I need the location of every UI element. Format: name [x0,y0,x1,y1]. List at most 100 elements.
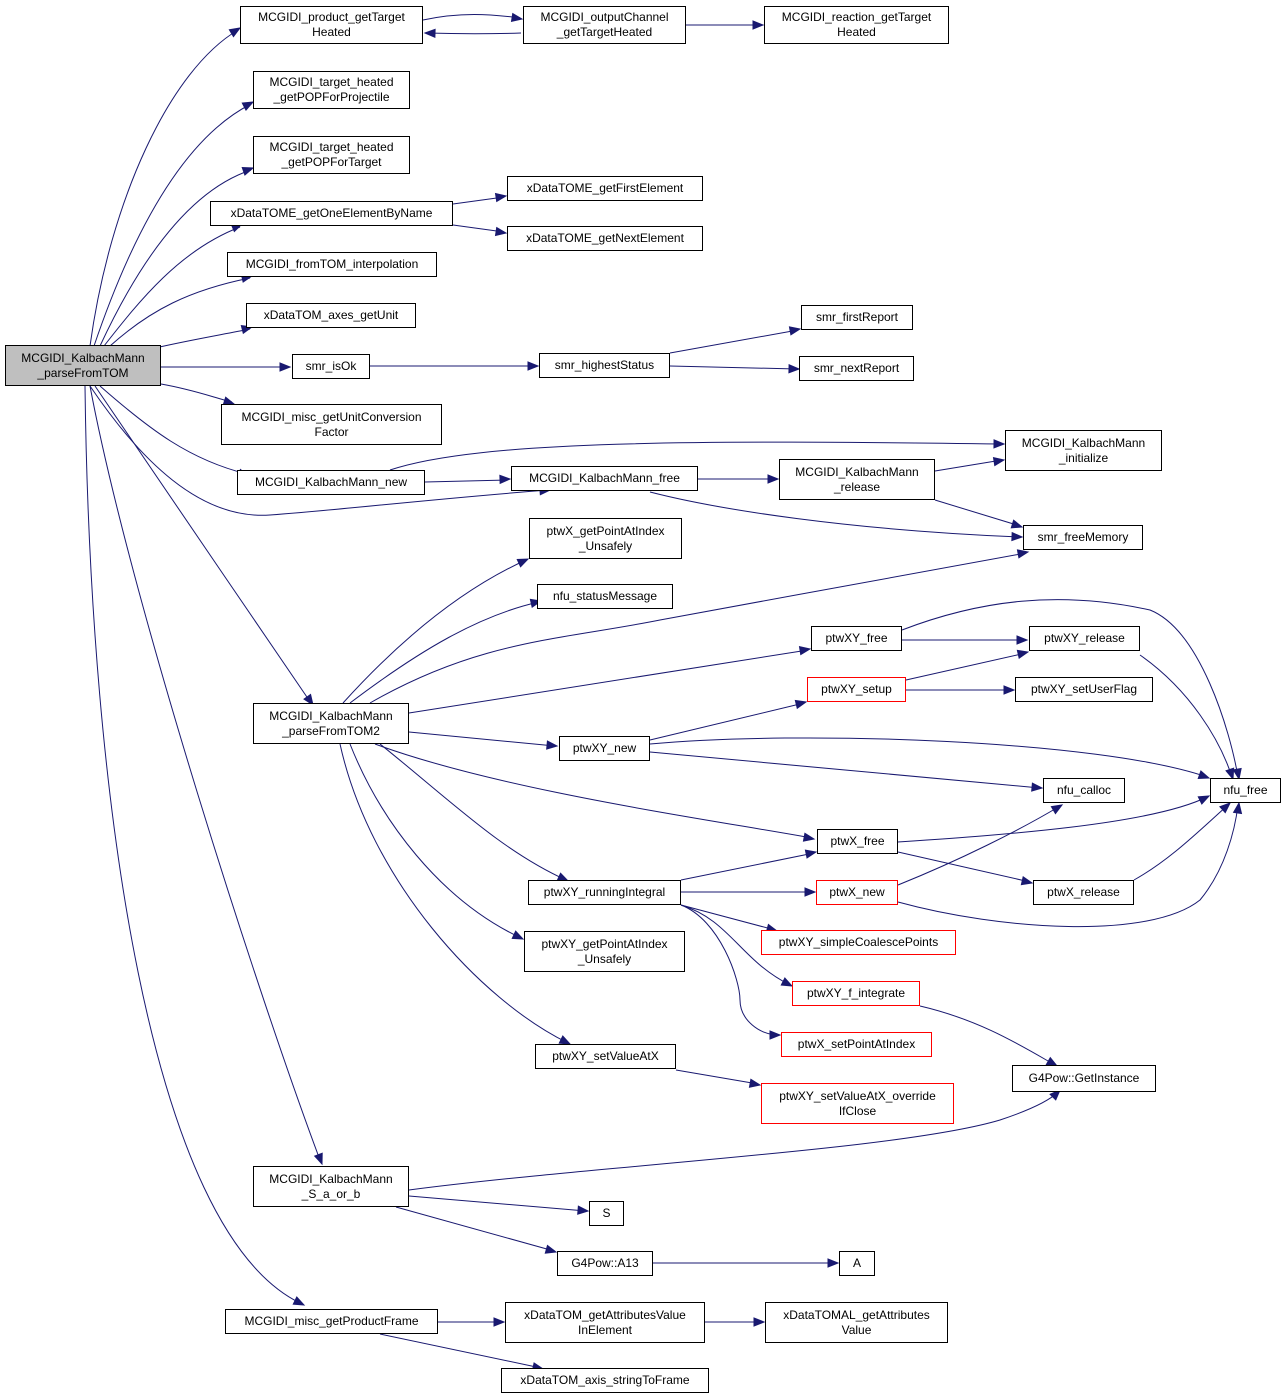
call-edge-line [154,328,251,349]
function-node-label: _Unsafely [577,951,632,966]
call-edge-line [379,1333,542,1369]
call-edge-line [342,559,527,704]
call-edge [686,20,765,30]
call-edge [369,549,1030,704]
function-node-axis-stringtoframe[interactable]: xDataTOM_axis_stringToFrame [501,1368,709,1393]
function-node-ptwx-free[interactable]: ptwX_free [817,829,898,854]
function-node-ptwx-getpointatindex-unsafely[interactable]: ptwX_getPointAtIndex_Unsafely [529,518,682,559]
function-node-ptwxy-new[interactable]: ptwXY_new [559,736,650,761]
function-node-label: nfu_free [1223,783,1268,797]
function-node-outputchannel-gettargetheated[interactable]: MCGIDI_outputChannel_getTargetHeated [523,6,686,44]
function-node-kalbach-release[interactable]: MCGIDI_KalbachMann_release [779,459,935,500]
arrowhead [527,361,540,371]
function-node-ptwxy-setvalueatx[interactable]: ptwXY_setValueAtX [535,1044,676,1069]
function-node-kalbach-initialize[interactable]: MCGIDI_KalbachMann_initialize [1005,430,1162,471]
call-edge-line [934,499,1021,527]
function-node-label: G4Pow::GetInstance [1028,1071,1140,1085]
function-node-label: ptwXY_setValueAtX_override [779,1088,936,1103]
function-node-label: xDataTOME_getNextElement [526,231,684,245]
function-node-g4pow-a13[interactable]: G4Pow::A13 [557,1251,653,1276]
arrowhead [788,364,801,374]
function-node-getnextelement[interactable]: xDataTOME_getNextElement [507,226,703,251]
call-edge [675,1069,762,1088]
function-node-target-heated-getpopfortarget[interactable]: MCGIDI_target_heated_getPOPForTarget [253,136,410,174]
function-node-label: MCGIDI_KalbachMann [269,1171,393,1186]
arrowhead [753,1317,766,1327]
function-node-nfu-free[interactable]: nfu_free [1210,778,1281,803]
call-edge-line [1139,654,1233,778]
function-node-nfu-statusmessage[interactable]: nfu_statusMessage [537,584,673,609]
function-node-ptwxy-getpointatindex-unsafely[interactable]: ptwXY_getPointAtIndex_Unsafely [524,931,685,972]
function-node-ptwxy-release[interactable]: ptwXY_release [1029,626,1140,651]
call-edge [452,192,508,205]
call-edge-line [649,737,1208,778]
function-node-smr-nextreport[interactable]: smr_nextReport [799,356,914,381]
arrowhead [752,20,765,30]
function-node-smr-freememory[interactable]: smr_freeMemory [1023,525,1143,550]
function-node-kalbach-free[interactable]: MCGIDI_KalbachMann_free [511,466,698,491]
call-edge [934,456,1006,472]
function-node-getoneelementbyname[interactable]: xDataTOME_getOneElementByName [210,201,453,226]
function-node-label: MCGIDI_KalbachMann_new [254,475,408,489]
call-edge [649,491,1024,542]
call-edge [1133,802,1232,881]
function-node-fromtom-interpolation[interactable]: MCGIDI_fromTOM_interpolation [227,252,437,277]
function-node-ptwxy-free[interactable]: ptwXY_free [811,626,902,651]
arrowhead [577,1205,590,1215]
function-node-s-a-or-b[interactable]: MCGIDI_KalbachMann_S_a_or_b [253,1166,409,1207]
function-node-g4pow-getinstance[interactable]: G4Pow::GetInstance [1012,1065,1156,1092]
function-node-ptwxy-setuserflag[interactable]: ptwXY_setUserFlag [1015,677,1153,702]
function-node-smr-isok[interactable]: smr_isOk [292,354,370,379]
function-node-label: ptwXY_setUserFlag [1030,682,1138,696]
function-node-target-heated-getpopforprojectile[interactable]: MCGIDI_target_heated_getPOPForProjectile [253,71,410,109]
arrowhead [1016,549,1030,559]
function-node-kalbach-new[interactable]: MCGIDI_KalbachMann_new [237,470,425,495]
arrowhead [493,1317,506,1327]
function-node-label: xDataTOM_getAttributesValue [524,1307,686,1322]
call-edge-line [897,851,1031,883]
function-node-ptwxy-runningintegral[interactable]: ptwXY_runningIntegral [528,880,681,905]
function-node-misc-getproductframe[interactable]: MCGIDI_misc_getProductFrame [225,1309,438,1334]
function-node-getfirstelement[interactable]: xDataTOME_getFirstElement [507,176,703,201]
function-node-axes-getunit[interactable]: xDataTOM_axes_getUnit [246,303,416,328]
call-edge [422,12,524,23]
function-node-label: S [602,1206,611,1220]
function-node-ptwx-new[interactable]: ptwX_new [816,880,898,905]
function-node-label: ptwX_free [830,834,885,848]
function-node-nfu-calloc[interactable]: nfu_calloc [1043,778,1125,803]
function-node-ptwx-setpointatindex[interactable]: ptwX_setPointAtIndex [781,1032,932,1057]
function-node-ptwxy-setup[interactable]: ptwXY_setup [807,677,906,702]
function-node-smr-firstreport[interactable]: smr_firstReport [801,305,913,330]
function-node-label: xDataTOM_axes_getUnit [263,308,399,322]
function-node-label: _getTargetHeated [556,25,653,39]
call-edge [698,474,780,484]
function-node-ptwxy-simplecoalescepoints[interactable]: ptwXY_simpleCoalescePoints [761,930,956,955]
function-node-parsefromtom2[interactable]: MCGIDI_KalbachMann_parseFromTOM2 [253,703,409,744]
function-node-smr-higheststatus[interactable]: smr_highestStatus [539,353,670,378]
arrowhead [1011,531,1024,542]
function-node-ptwx-release[interactable]: ptwX_release [1033,880,1134,905]
function-node-label: G4Pow::A13 [571,1256,639,1270]
arrowhead [769,1030,782,1040]
function-node-s[interactable]: S [589,1201,624,1226]
call-edge [906,685,1016,695]
function-node-label: ptwX_release [1047,885,1120,899]
call-edge [919,1005,1059,1067]
call-edge [408,731,559,750]
call-edge-line [89,385,321,1161]
function-node-ptwxy-f-integrate[interactable]: ptwXY_f_integrate [792,981,920,1006]
call-edge-line [99,169,252,347]
function-node-label: MCGIDI_target_heated [269,75,394,89]
call-edge-line [649,702,805,741]
arrowhead [804,887,817,897]
function-node-label: MCGIDI_KalbachMann [269,708,393,723]
arrowhead [544,1244,558,1254]
function-node-a[interactable]: A [839,1251,875,1276]
